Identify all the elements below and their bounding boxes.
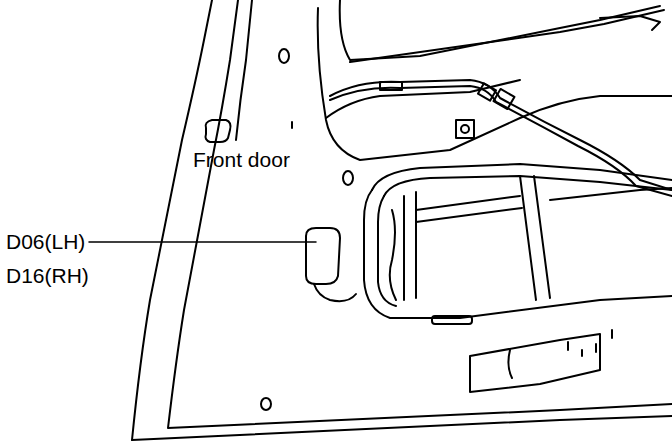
panel-mark xyxy=(568,330,612,356)
lower-opening-inner xyxy=(378,196,396,306)
panel-step xyxy=(236,0,252,140)
connector xyxy=(494,89,515,109)
harness xyxy=(330,80,672,190)
panel-emboss xyxy=(508,350,512,378)
connector-wire xyxy=(314,284,356,301)
connector-code: D06(LH) xyxy=(6,230,85,254)
part-name: Front door xyxy=(193,148,290,172)
regulator-rail xyxy=(520,176,550,300)
panel-flange xyxy=(168,0,672,428)
connector-code: D16(RH) xyxy=(6,264,89,288)
clip-slot xyxy=(380,82,402,90)
door-marker xyxy=(206,120,231,142)
regulator-rail xyxy=(404,192,416,300)
connector xyxy=(478,83,496,100)
panel-hole xyxy=(343,171,353,185)
bolt-hole xyxy=(461,125,469,133)
harness xyxy=(390,210,396,300)
panel-hole xyxy=(261,398,271,410)
panel-hole xyxy=(279,49,289,63)
lower-opening-inner xyxy=(384,176,672,196)
panel-mark xyxy=(291,122,293,128)
bolt-boss xyxy=(456,120,474,138)
regulator-arm xyxy=(416,196,522,222)
upper-rail xyxy=(340,0,660,60)
door-bottom-edge xyxy=(132,416,672,440)
door-connector xyxy=(306,228,340,284)
regulator-arm xyxy=(550,188,672,200)
lower-opening xyxy=(364,190,672,318)
upper-rail-inner xyxy=(350,10,664,62)
harness xyxy=(330,86,672,196)
leader-line xyxy=(89,241,316,243)
slot xyxy=(432,316,472,324)
rod-end xyxy=(600,16,660,30)
panel-emboss xyxy=(470,334,600,392)
